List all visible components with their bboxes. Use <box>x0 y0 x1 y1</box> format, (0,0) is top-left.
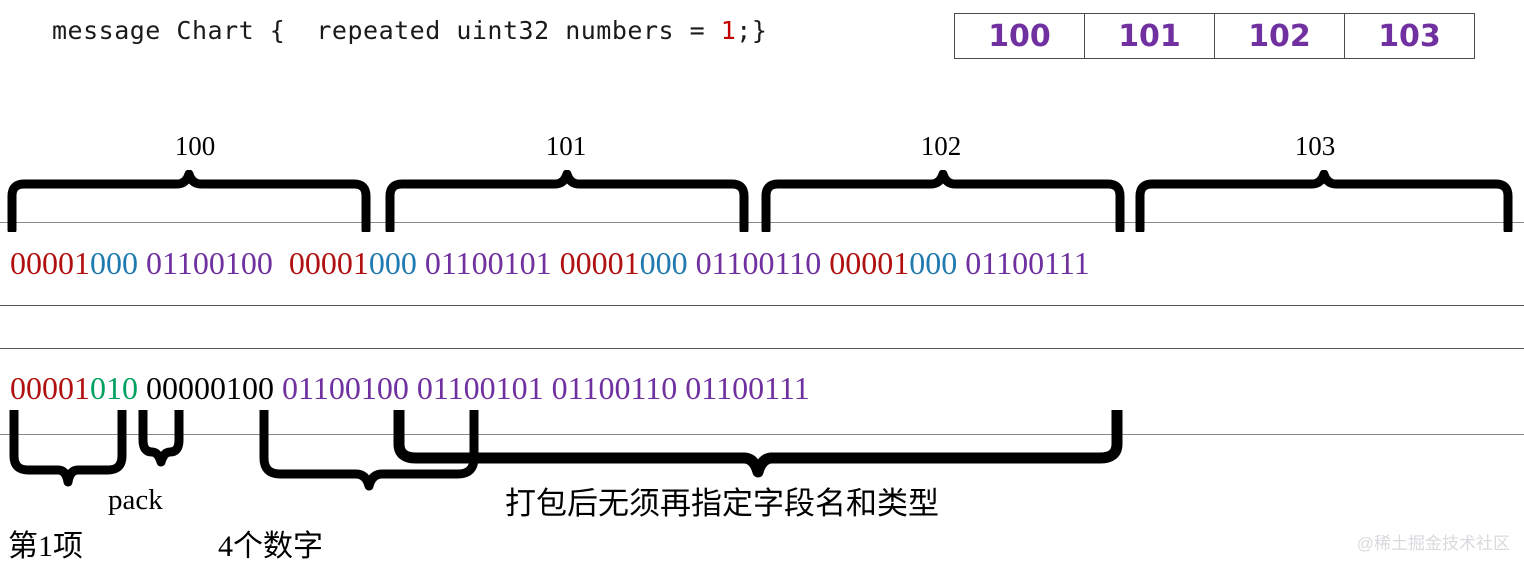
pack-brace <box>138 410 184 467</box>
grp0-payload: 01100100 <box>146 245 273 281</box>
grp3-payload: 01100111 <box>965 245 1090 281</box>
grp3-wire: 000 <box>909 245 958 281</box>
group-label-0: 100 <box>174 131 216 161</box>
item-brace <box>9 410 127 487</box>
packed-byte-0: 01100100 <box>282 370 409 406</box>
grp1-payload: 01100101 <box>424 245 552 281</box>
unpacked-binary-row: 00001000 01100100 00001000 01100101 0000… <box>10 245 1090 282</box>
caption-count: 4个数字 <box>218 530 323 563</box>
bottom-baseline-rule <box>0 434 1524 435</box>
packed-length: 00000100 <box>146 370 274 406</box>
caption-note: 打包后无须再指定字段名和类型 <box>505 486 939 521</box>
grp3-tag: 00001 <box>829 245 910 281</box>
grp2-tag: 00001 <box>559 245 640 281</box>
packed-byte-3: 01100111 <box>685 370 810 406</box>
proto-code-line: message Chart { repeated uint32 numbers … <box>52 16 767 45</box>
value-table: 100 101 102 103 <box>954 13 1475 59</box>
value-cell-3: 103 <box>1378 18 1441 54</box>
group-label-1: 101 <box>545 131 587 161</box>
group-brace-3 <box>1135 170 1513 232</box>
packed-wire: 010 <box>90 370 138 406</box>
group-brace-2 <box>761 170 1125 232</box>
grp2-payload: 01100110 <box>695 245 822 281</box>
packed-byte-1: 01100101 <box>416 370 544 406</box>
group-label-3: 103 <box>1294 131 1336 161</box>
value-cell-1: 101 <box>1085 14 1215 58</box>
code-field-number: 1 <box>720 16 737 45</box>
watermark: @稀土掘金技术社区 <box>1356 534 1510 553</box>
grp0-wire: 000 <box>90 245 138 281</box>
separator-rule-bottom <box>0 348 1524 349</box>
code-suffix: ;} <box>736 16 768 45</box>
group-brace-0 <box>7 170 371 232</box>
group-brace-1 <box>385 170 749 232</box>
packed-binary-row: 00001010 00000100 01100100 01100101 0110… <box>10 370 810 407</box>
packed-byte-2: 01100110 <box>551 370 678 406</box>
grp1-wire: 000 <box>368 245 417 281</box>
separator-rule-top <box>0 305 1524 306</box>
packed-tag: 00001 <box>10 370 90 406</box>
group-label-2: 102 <box>920 131 962 161</box>
caption-pack: pack <box>108 484 163 516</box>
grp2-wire: 000 <box>639 245 688 281</box>
value-cell-0: 100 <box>955 14 1085 58</box>
grp0-tag: 00001 <box>10 245 90 281</box>
count-brace <box>259 410 479 491</box>
caption-item: 第1项 <box>8 530 83 563</box>
code-prefix: message Chart { repeated uint32 numbers … <box>52 16 721 45</box>
packed-payload-brace <box>393 410 1123 478</box>
value-cell-2: 102 <box>1215 14 1345 58</box>
grp1-tag: 00001 <box>288 245 369 281</box>
